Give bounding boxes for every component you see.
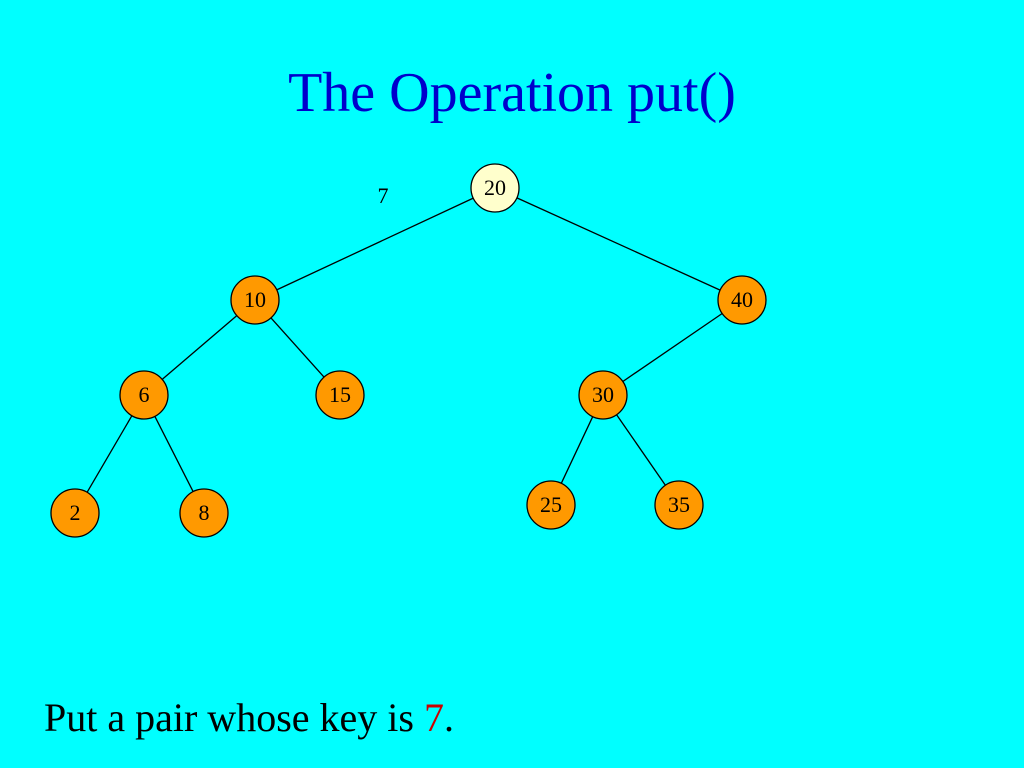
caption-prefix: Put a pair whose key is [44,695,424,740]
tree-node-key: 20 [484,175,506,200]
tree-edge-6-2 [86,415,133,493]
tree-node-35: 35 [654,480,704,530]
tree-node-25: 25 [526,480,576,530]
tree-node-15: 15 [315,370,365,420]
tree-edges [86,197,723,493]
tree-node-key: 15 [329,382,351,407]
tree-edge-30-25 [560,416,594,484]
tree-node-key: 2 [70,500,81,525]
tree-node-key: 25 [540,492,562,517]
tree-node-circle [50,488,100,538]
tree-edge-30-35 [616,414,666,486]
tree-edge-20-40 [516,197,721,291]
caption: Put a pair whose key is 7. [44,690,454,746]
tree-node-circle [315,370,365,420]
tree-node-circle [654,480,704,530]
tree-node-8: 8 [179,488,229,538]
tree-node-10: 10 [230,275,280,325]
tree-node-30: 30 [578,370,628,420]
tree-node-circle [119,370,169,420]
tree-node-circle [179,488,229,538]
tree-node-key: 6 [139,382,150,407]
tree-node-40: 40 [717,275,767,325]
tree-edge-6-8 [154,416,194,492]
tree-node-key: 30 [592,382,614,407]
tree-node-key: 10 [244,287,266,312]
tree-nodes: 20 10 40 6 15 30 2 8 25 35 [50,163,767,538]
tree-node-20: 20 [470,163,520,213]
tree-node-circle [578,370,628,420]
tree-node-circle [230,275,280,325]
tree-edge-10-6 [161,315,238,380]
tree-node-circle [526,480,576,530]
insert-key-label: 7 [378,183,389,208]
tree-node-key: 40 [731,287,753,312]
tree-node-circle [717,275,767,325]
slide-title: The Operation put() [288,62,736,124]
caption-key: 7 [423,695,444,740]
caption-suffix: . [443,695,454,740]
tree-node-circle [470,163,520,213]
tree-edge-40-30 [622,312,723,383]
tree-edge-10-15 [270,317,325,378]
tree-node-2: 2 [50,488,100,538]
tree-edge-20-10 [276,197,474,291]
tree-node-key: 35 [668,492,690,517]
tree-node-key: 8 [199,500,210,525]
tree-node-6: 6 [119,370,169,420]
